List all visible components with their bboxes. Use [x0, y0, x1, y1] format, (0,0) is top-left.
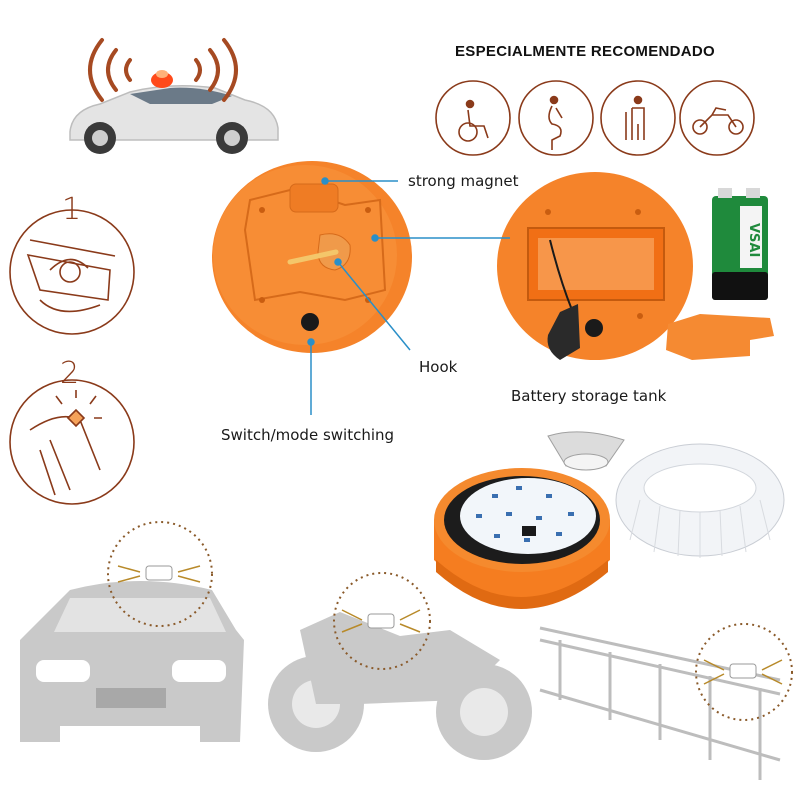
callout-strong-magnet: strong magnet [408, 172, 519, 190]
mounted-beacons [117, 565, 783, 685]
light-assembly [434, 431, 785, 609]
car-front-silhouette [20, 581, 244, 742]
motorcycle-icon [679, 80, 755, 156]
car-with-beacon [69, 70, 279, 154]
elderly-person-icon [600, 80, 676, 156]
step-two-illustration [9, 379, 135, 505]
step-number-two: 2 [60, 356, 80, 391]
pregnant-woman-icon [518, 80, 594, 156]
step-one-illustration [9, 209, 135, 335]
device-battery-compartment [497, 172, 693, 360]
recommended-icons-row [435, 80, 755, 156]
battery-cover [666, 314, 774, 360]
battery-brand-label: VSAI [746, 223, 761, 258]
callout-lines [307, 177, 510, 415]
wheelchair-icon [435, 80, 511, 156]
callout-switch-mode: Switch/mode switching [221, 426, 395, 444]
signal-waves-icon [88, 38, 238, 102]
callout-battery-tank: Battery storage tank [511, 387, 667, 405]
callout-hook: Hook [419, 358, 458, 376]
device-back-magnet [212, 161, 412, 353]
recommended-heading: ESPECIALMENTE RECOMENDADO [455, 43, 716, 60]
motorcycle-silhouette [268, 612, 532, 760]
step-number-one: 1 [62, 192, 82, 227]
mounting-detail-circles [107, 521, 793, 721]
battery-9v [712, 188, 768, 300]
guardrail-silhouette [539, 626, 781, 780]
